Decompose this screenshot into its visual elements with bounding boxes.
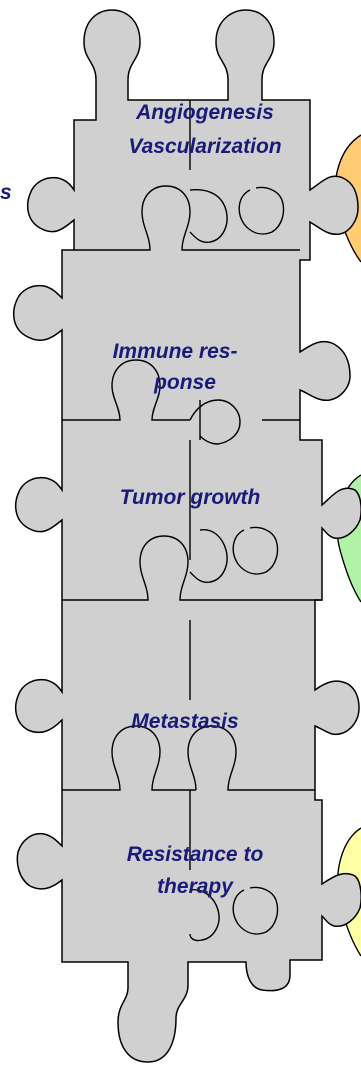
label-vascularization: Vascularization bbox=[100, 134, 310, 159]
puzzle-column bbox=[14, 10, 361, 1062]
left-edge-fragment: s bbox=[0, 180, 14, 205]
label-resistance-line1: Resistance to bbox=[85, 842, 305, 867]
label-immune-response-line2: ponse bbox=[100, 370, 270, 395]
label-angiogenesis: Angiogenesis bbox=[100, 100, 310, 125]
label-tumor-growth: Tumor growth bbox=[80, 485, 300, 510]
label-immune-response-line1: Immune res- bbox=[75, 339, 275, 364]
label-metastasis: Metastasis bbox=[100, 709, 270, 734]
label-resistance-line2: therapy bbox=[85, 874, 305, 899]
